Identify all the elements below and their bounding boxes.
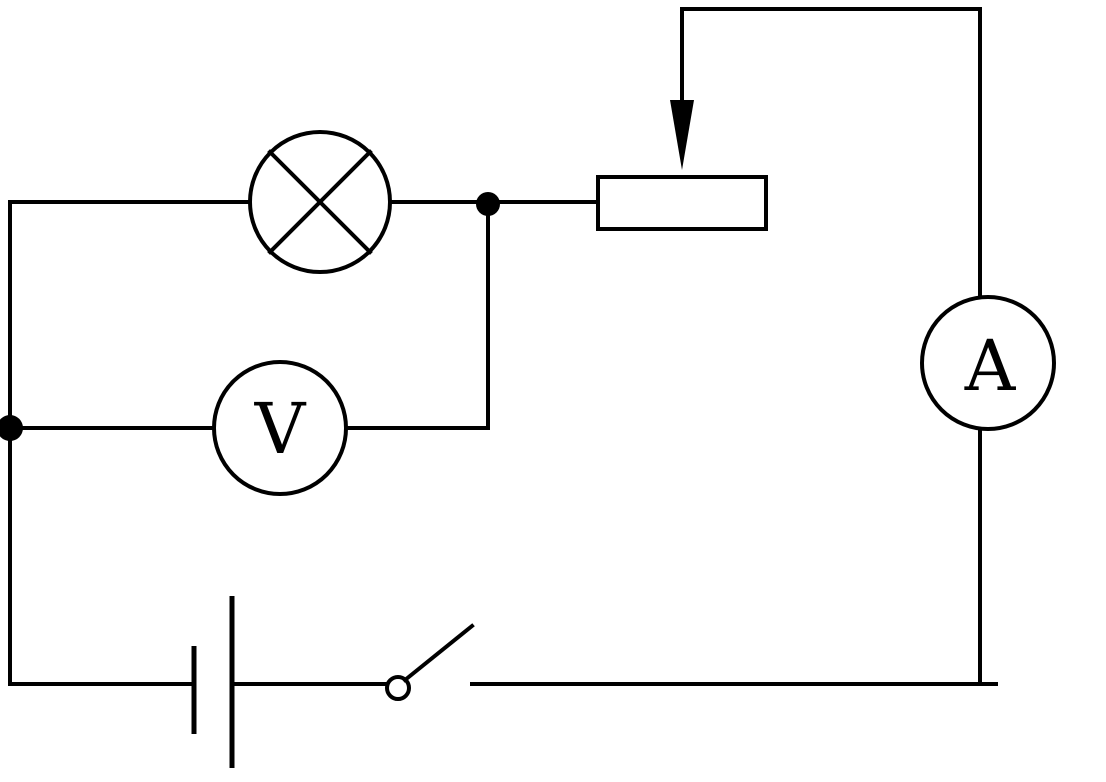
slider-arrow-icon: [670, 100, 694, 170]
switch-lever: [402, 623, 475, 683]
voltmeter-icon: V: [212, 360, 348, 496]
junction-dot-top: [476, 192, 500, 216]
ammeter-label: A: [964, 325, 1017, 407]
lamp-icon: [248, 130, 392, 274]
voltmeter-label: V: [254, 388, 307, 470]
junction-dot-left: [0, 415, 23, 441]
switch-icon: [385, 623, 475, 701]
switch-pivot: [385, 675, 411, 701]
rheostat-icon: [596, 100, 768, 231]
battery-icon: [191, 596, 235, 768]
ammeter-icon: A: [920, 295, 1056, 431]
wires: [8, 7, 998, 686]
